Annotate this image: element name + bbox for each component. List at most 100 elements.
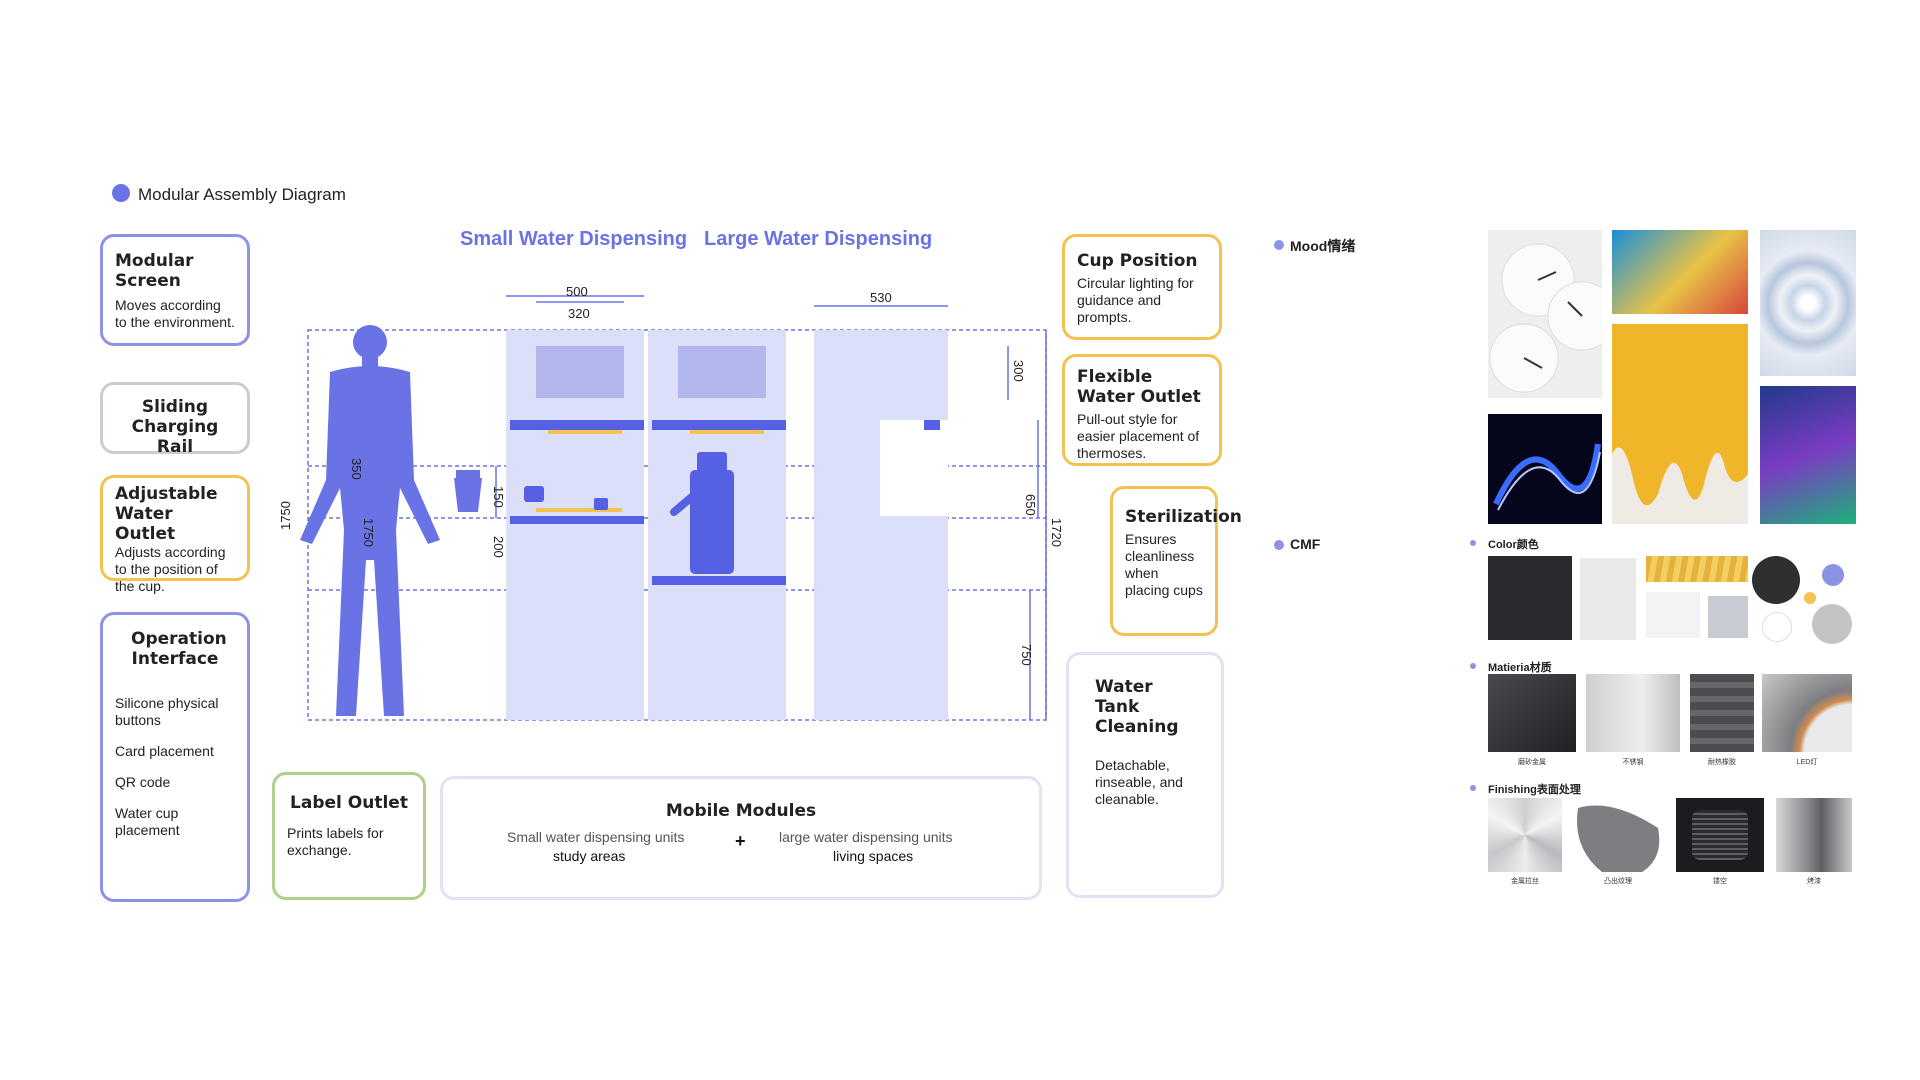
cup-icon [594,498,608,510]
material-matte-metal [1488,674,1576,752]
dim-label: 650 [1023,494,1038,516]
dim-label: 200 [491,536,506,558]
water-bottle-cap [456,470,480,478]
card-title: Water Tank Cleaning [1095,677,1179,737]
card-body: Adjusts according to the position of the… [115,544,226,594]
mood-label: Mood情绪 [1290,238,1356,254]
card-title: Modular Screen [115,251,194,291]
finishing-bullet [1470,785,1476,791]
flexible-outlet-pipe [670,474,718,516]
finishing-label: Finishing表面处理 [1488,784,1581,796]
color-swatch-cable [1646,592,1700,638]
mood-figure [1760,386,1856,524]
dim-label: 1750 [361,518,376,547]
finishing-caption: 镂空 [1713,878,1727,885]
material-caption: 不锈钢 [1622,759,1644,766]
mood-clocks [1488,230,1602,398]
color-bullet [1470,540,1476,546]
finishing-hollow [1676,798,1764,872]
card-mobile-modules: Mobile Modules Small water dispensing un… [440,776,1042,900]
card-title: Operation Interface [131,629,227,669]
screen-large [678,346,766,398]
panel-cutout [880,420,948,516]
card-operation: Operation Interface Silicone physical bu… [100,612,250,902]
dim-label: 1720 [1049,518,1064,547]
dim-label: 350 [349,458,364,480]
card-title: Sterilization [1125,507,1242,527]
card-title: Cup Position [1077,251,1198,271]
operation-item: QR code [115,774,171,790]
dim-label: 530 [870,290,892,305]
orange-strip [548,430,622,434]
mood-honey [1612,324,1748,524]
card-title: Label Outlet [290,793,408,813]
thermos-icon [690,470,734,574]
water-bottle-icon [454,478,482,512]
card-label-outlet: Label Outlet Prints labels for exchange. [272,772,426,900]
mood-people [1612,230,1748,314]
finishing-brushed [1488,798,1562,872]
card-title: Sliding Charging Rail [131,397,219,457]
card-sterilization: Sterilization Ensures cleanliness when p… [1110,486,1242,636]
cmf-label: CMF [1290,536,1321,552]
card-flexible-outlet: Flexible Water Outlet Pull-out style for… [1062,354,1222,466]
assembly-diagram: 500 320 530 300 350 150 200 1750 1750 65… [278,284,1064,721]
card-title: Adjustable Water Outlet [115,484,218,544]
plus-sign: + [735,831,746,851]
card-body: Circular lighting for guidance and promp… [1077,275,1194,325]
panel-third [814,330,948,720]
large-units-label: large water dispensing units [779,829,953,845]
rail-small [510,420,644,430]
page-title: Modular Assembly Diagram [138,185,346,204]
finishing-caption: 凸出纹理 [1604,878,1632,885]
dim-label: 150 [491,486,506,508]
color-circle-grey [1812,604,1852,644]
dim-label: 500 [566,284,588,299]
operation-item: Silicone physical buttons [115,695,219,728]
small-units-sub: study areas [553,848,626,864]
card-sliding-rail: Sliding Charging Rail [100,382,250,457]
operation-item: Card placement [115,743,214,759]
base-large [652,576,786,585]
material-rubber [1690,674,1754,752]
rail-large [652,420,786,430]
card-body: Pull-out style for easier placement of t… [1077,411,1200,461]
title-large-dispensing: Large Water Dispensing [704,228,933,250]
finishing-texture [1572,798,1664,872]
human-figure [300,325,440,716]
section-bullet [112,184,130,202]
color-circle-yellow [1804,592,1816,604]
color-circle-white [1762,612,1792,642]
dimension-lines [495,295,1047,720]
orange-tray [536,508,622,512]
card-title: Mobile Modules [665,801,817,821]
color-circle-black [1752,556,1800,604]
cup-icon [524,486,544,502]
operation-item: Water cup placement [115,805,180,838]
title-small-dispensing: Small Water Dispensing [460,228,688,250]
color-circle-purple [1822,564,1844,586]
card-adjustable-outlet: Adjustable Water Outlet Adjusts accordin… [100,475,250,594]
material-label: Matieria材质 [1488,662,1552,674]
finishing-caption: 金属拉丝 [1511,878,1539,885]
color-swatch-dark-knob [1488,556,1572,640]
third-outlet [924,420,940,430]
dim-label: 320 [568,306,590,321]
dim-label: 1750 [278,501,293,530]
material-caption: LED灯 [1796,759,1818,766]
color-swatch-grey-plate [1708,596,1748,638]
small-units-label: Small water dispensing units [507,829,685,845]
finishing-caption: 烤漆 [1807,878,1821,885]
orange-strip [690,430,764,434]
card-modular-screen: Modular Screen Moves according to the en… [100,234,250,346]
thermos-lid [697,452,727,472]
large-units-sub: living spaces [833,848,914,864]
dim-label: 300 [1011,360,1026,382]
material-bullet [1470,663,1476,669]
dim-label: 750 [1019,644,1034,666]
card-body: Moves according to the environment. [115,297,235,330]
color-swatch-white-device [1580,558,1636,640]
material-caption: 磨砂金属 [1518,759,1546,766]
card-body: Detachable, rinseable, and cleanable. [1095,757,1183,807]
card-title: Flexible Water Outlet [1077,367,1201,407]
